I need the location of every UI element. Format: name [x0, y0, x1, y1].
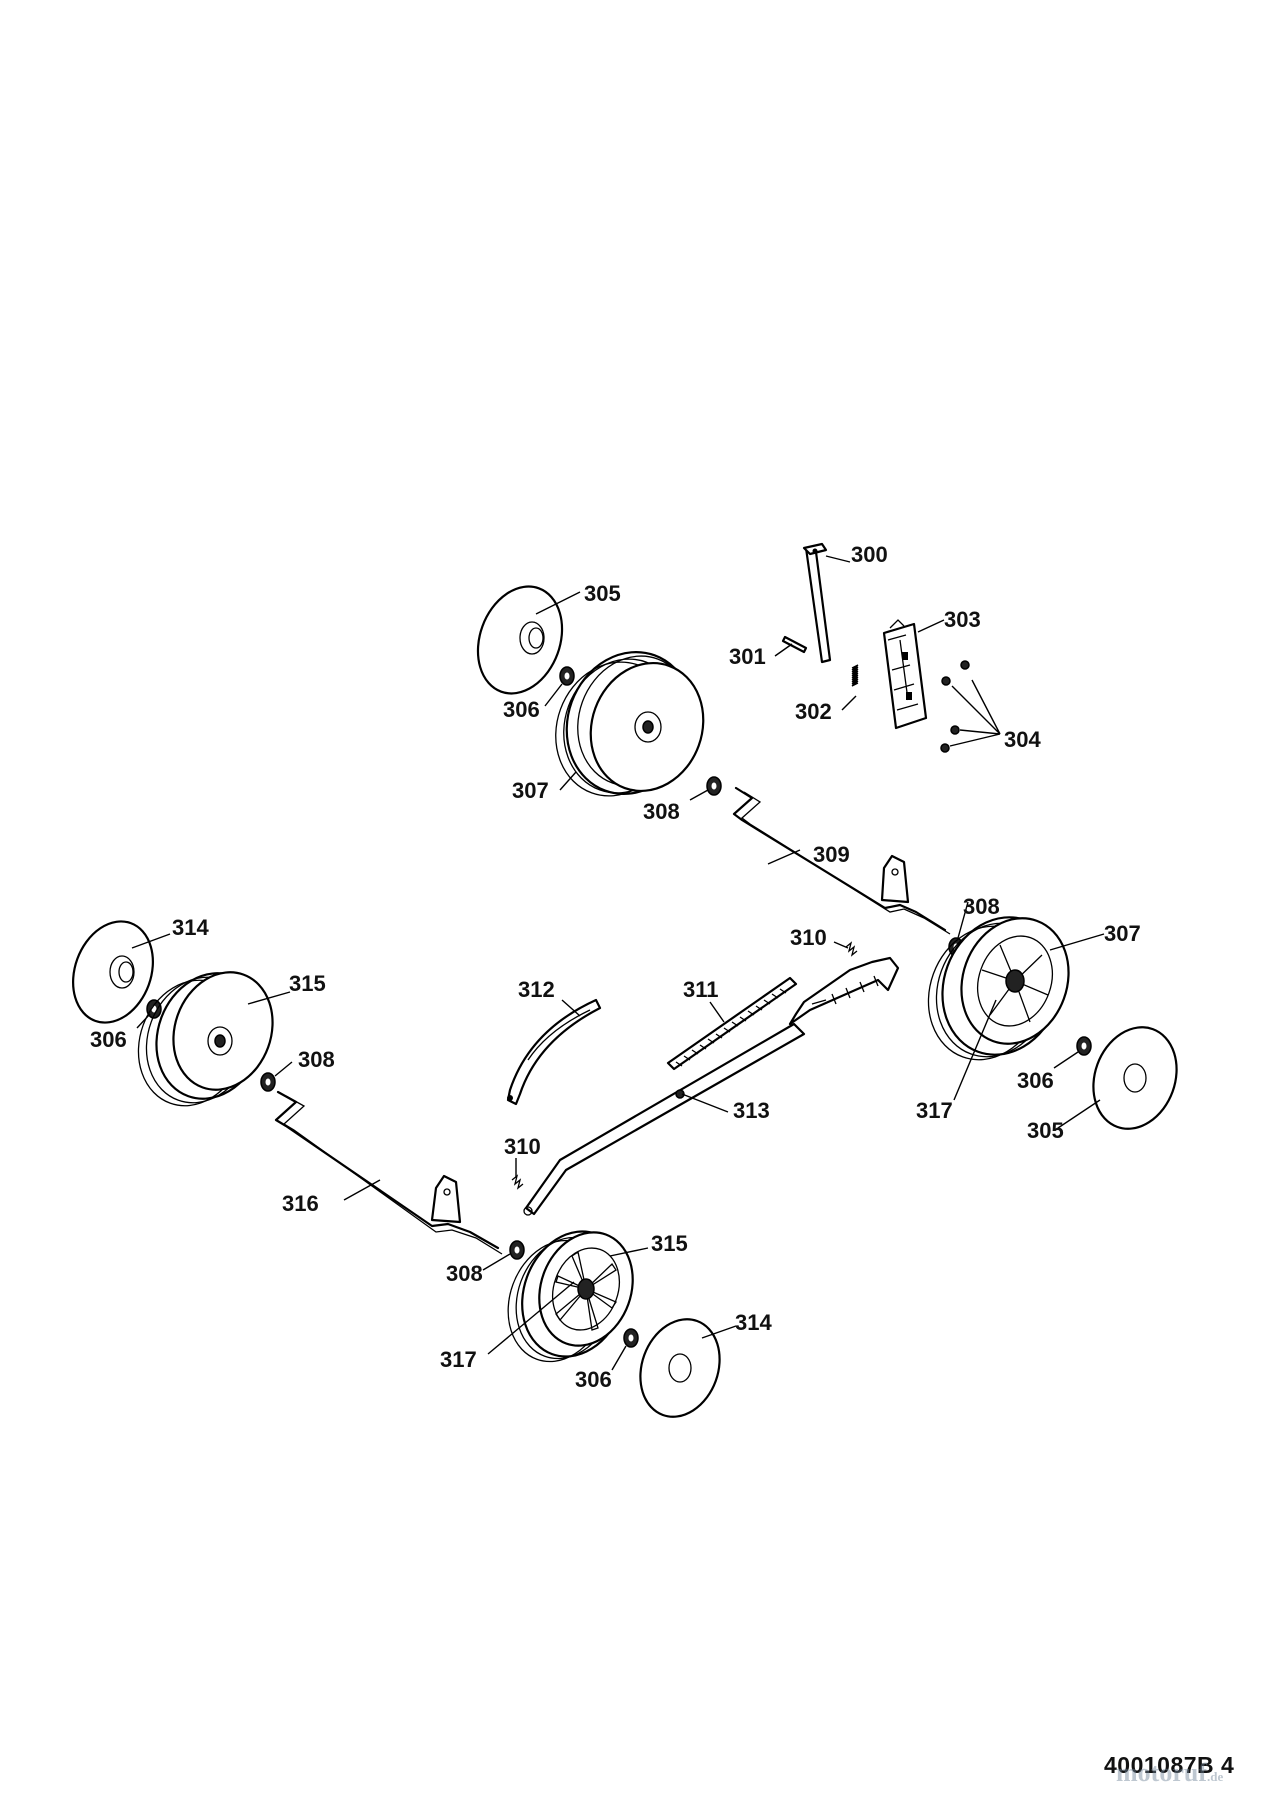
label-307-upper: 307 — [512, 778, 549, 803]
watermark-tld: .de — [1206, 1769, 1224, 1784]
label-308-upper: 308 — [643, 799, 680, 824]
label-311: 311 — [683, 977, 719, 1002]
screws-304 — [940, 660, 970, 753]
axle-316 — [274, 1090, 503, 1255]
label-306-upper: 306 — [503, 697, 540, 722]
label-301: 301 — [729, 644, 766, 669]
label-317-right: 317 — [916, 1098, 953, 1123]
washer-306-upper — [559, 666, 575, 686]
hub-cap-314-left — [72, 920, 154, 1024]
hub-cap-314-lower — [639, 1318, 721, 1418]
washer-308-lower — [509, 1240, 525, 1260]
label-314-lower: 314 — [735, 1310, 772, 1335]
wheel-307-right — [927, 916, 1070, 1061]
label-306-left: 306 — [90, 1027, 127, 1052]
drawing-number: 4001087B 4 — [1104, 1752, 1235, 1778]
label-308-left: 308 — [298, 1047, 335, 1072]
wheel-315-lower — [507, 1230, 634, 1363]
label-308-right: 308 — [963, 894, 1000, 919]
label-309: 309 — [813, 842, 850, 867]
watermark-logo: motoruf.de — [1116, 1758, 1223, 1788]
label-317-lower: 317 — [440, 1347, 477, 1372]
label-308-lower: 308 — [446, 1261, 483, 1286]
bracket-303 — [882, 619, 928, 730]
washer-306-right — [1076, 1036, 1092, 1056]
label-306-right: 306 — [1017, 1068, 1054, 1093]
washer-306-lower — [623, 1328, 639, 1348]
washer-308-upper — [706, 776, 722, 796]
label-300: 300 — [851, 542, 888, 567]
label-315-left: 315 — [289, 971, 326, 996]
label-303: 303 — [944, 607, 981, 632]
rack-312 — [506, 998, 602, 1106]
label-307-right: 307 — [1104, 921, 1141, 946]
wheel-307-upper — [555, 650, 705, 797]
clip-310-upper — [845, 941, 858, 957]
label-316: 316 — [282, 1191, 319, 1216]
hub-cap-305-right — [1092, 1026, 1178, 1130]
part-labels: 300 301 302 303 304 305 306 307 308 309 … — [90, 542, 1141, 1392]
hub-cap-305-upper — [476, 585, 564, 695]
label-315-lower: 315 — [651, 1231, 688, 1256]
watermark-brand: motoruf — [1116, 1758, 1207, 1787]
label-306-lower: 306 — [575, 1367, 612, 1392]
washer-308-left — [260, 1072, 276, 1092]
label-310-upper: 310 — [790, 925, 827, 950]
label-312: 312 — [518, 977, 555, 1002]
label-302: 302 — [795, 699, 832, 724]
spring-302 — [851, 664, 859, 687]
label-305-right: 305 — [1027, 1118, 1064, 1143]
label-305-upper: 305 — [584, 581, 621, 606]
label-310-lower: 310 — [504, 1134, 541, 1159]
pin-301 — [781, 635, 808, 654]
wheel-315-left — [137, 971, 274, 1107]
label-313: 313 — [733, 1098, 770, 1123]
threaded-rod-311 — [666, 976, 798, 1071]
label-314-left: 314 — [172, 915, 209, 940]
axle-309 — [732, 786, 951, 935]
adjuster-bar-313 — [523, 956, 900, 1216]
leader-lines — [131, 555, 1105, 1371]
clip-310-lower — [511, 1174, 524, 1190]
height-lever-300 — [802, 542, 832, 664]
label-304: 304 — [1004, 727, 1041, 752]
